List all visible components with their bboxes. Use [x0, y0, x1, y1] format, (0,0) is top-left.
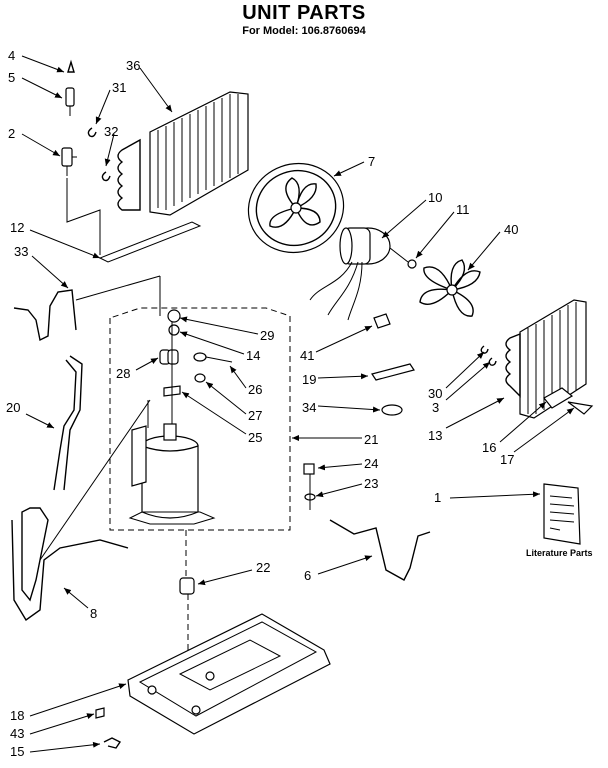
- clip-31-part: [87, 127, 97, 138]
- callout-43: 43: [10, 726, 24, 741]
- callout-41: 41: [300, 348, 314, 363]
- callout-22: 22: [256, 560, 270, 575]
- callout-4: 4: [8, 48, 15, 63]
- compressor-part: [128, 400, 216, 525]
- grommet-22-part: [179, 577, 195, 595]
- callout-3: 3: [432, 400, 439, 415]
- callout-29: 29: [260, 328, 274, 343]
- part-28: [159, 349, 179, 365]
- callout-27: 27: [248, 408, 262, 423]
- evaporator-coil-part: [505, 299, 587, 419]
- callout-6: 6: [304, 568, 311, 583]
- part-15: [103, 737, 122, 749]
- diagram-title: UNIT PARTS: [242, 2, 366, 24]
- callout-7: 7: [368, 154, 375, 169]
- callout-17: 17: [500, 452, 514, 467]
- callout-26: 26: [248, 382, 262, 397]
- nut-11-part: [407, 259, 417, 269]
- callout-11: 11: [456, 202, 470, 217]
- fan-shroud-part: [247, 162, 345, 254]
- callout-5: 5: [8, 70, 15, 85]
- harness-20-part: [53, 359, 77, 491]
- literature-parts-label: Literature Parts: [526, 548, 593, 558]
- part-26: [193, 352, 233, 363]
- callout-34: 34: [302, 400, 316, 415]
- part-19: [371, 363, 415, 381]
- washer-29-part: [167, 309, 181, 323]
- blower-fan-part: [419, 259, 481, 317]
- callout-20: 20: [6, 400, 20, 415]
- diagram-subtitle: For Model: 106.8760694: [242, 25, 366, 37]
- valve-core-part: [65, 87, 75, 116]
- callout-28: 28: [116, 366, 130, 381]
- callout-33: 33: [14, 244, 28, 259]
- callout-31: 31: [112, 80, 126, 95]
- callout-36: 36: [126, 58, 140, 73]
- screw-43-part: [95, 707, 105, 719]
- callout-10: 10: [428, 190, 442, 205]
- callout-21: 21: [364, 432, 378, 447]
- fan-motor-part: [309, 227, 409, 321]
- callout-labels: 4 5 2 36 31 32 7 10 11 40 12 33 29 14 28…: [6, 48, 593, 759]
- literature-parts-booklet: [543, 483, 581, 545]
- callout-24: 24: [364, 456, 378, 471]
- clip-32-part: [101, 171, 111, 182]
- base-pan-part: [127, 613, 331, 735]
- callout-1: 1: [434, 490, 441, 505]
- callout-16: 16: [482, 440, 496, 455]
- clip-41-part: [373, 313, 391, 329]
- callout-19: 19: [302, 372, 316, 387]
- callout-40: 40: [504, 222, 518, 237]
- compressor-box: [109, 307, 291, 531]
- cap-fitting-part: [67, 59, 75, 73]
- part-24: [303, 463, 315, 475]
- leader-lines: [21, 55, 575, 753]
- callout-23: 23: [364, 476, 378, 491]
- callout-25: 25: [248, 430, 262, 445]
- part-34: [381, 404, 403, 416]
- callout-13: 13: [428, 428, 442, 443]
- tube-8-part: [11, 519, 129, 622]
- callout-15: 15: [10, 744, 24, 759]
- washer-14-part: [168, 324, 180, 336]
- part-27: [194, 373, 206, 383]
- clip-3-part: [488, 357, 497, 366]
- callout-12: 12: [10, 220, 24, 235]
- service-valve-part: [61, 147, 77, 176]
- callout-8: 8: [90, 606, 97, 621]
- clip-30-part: [480, 345, 489, 354]
- callout-18: 18: [10, 708, 24, 723]
- part-16: [543, 387, 574, 409]
- part-17: [567, 401, 594, 415]
- tube-33-part: [13, 289, 77, 342]
- callout-14: 14: [246, 348, 260, 363]
- callout-32: 32: [104, 124, 118, 139]
- tube-6-part: [329, 519, 431, 581]
- condenser-coil-part: [98, 91, 249, 263]
- callout-30: 30: [428, 386, 442, 401]
- callout-2: 2: [8, 126, 15, 141]
